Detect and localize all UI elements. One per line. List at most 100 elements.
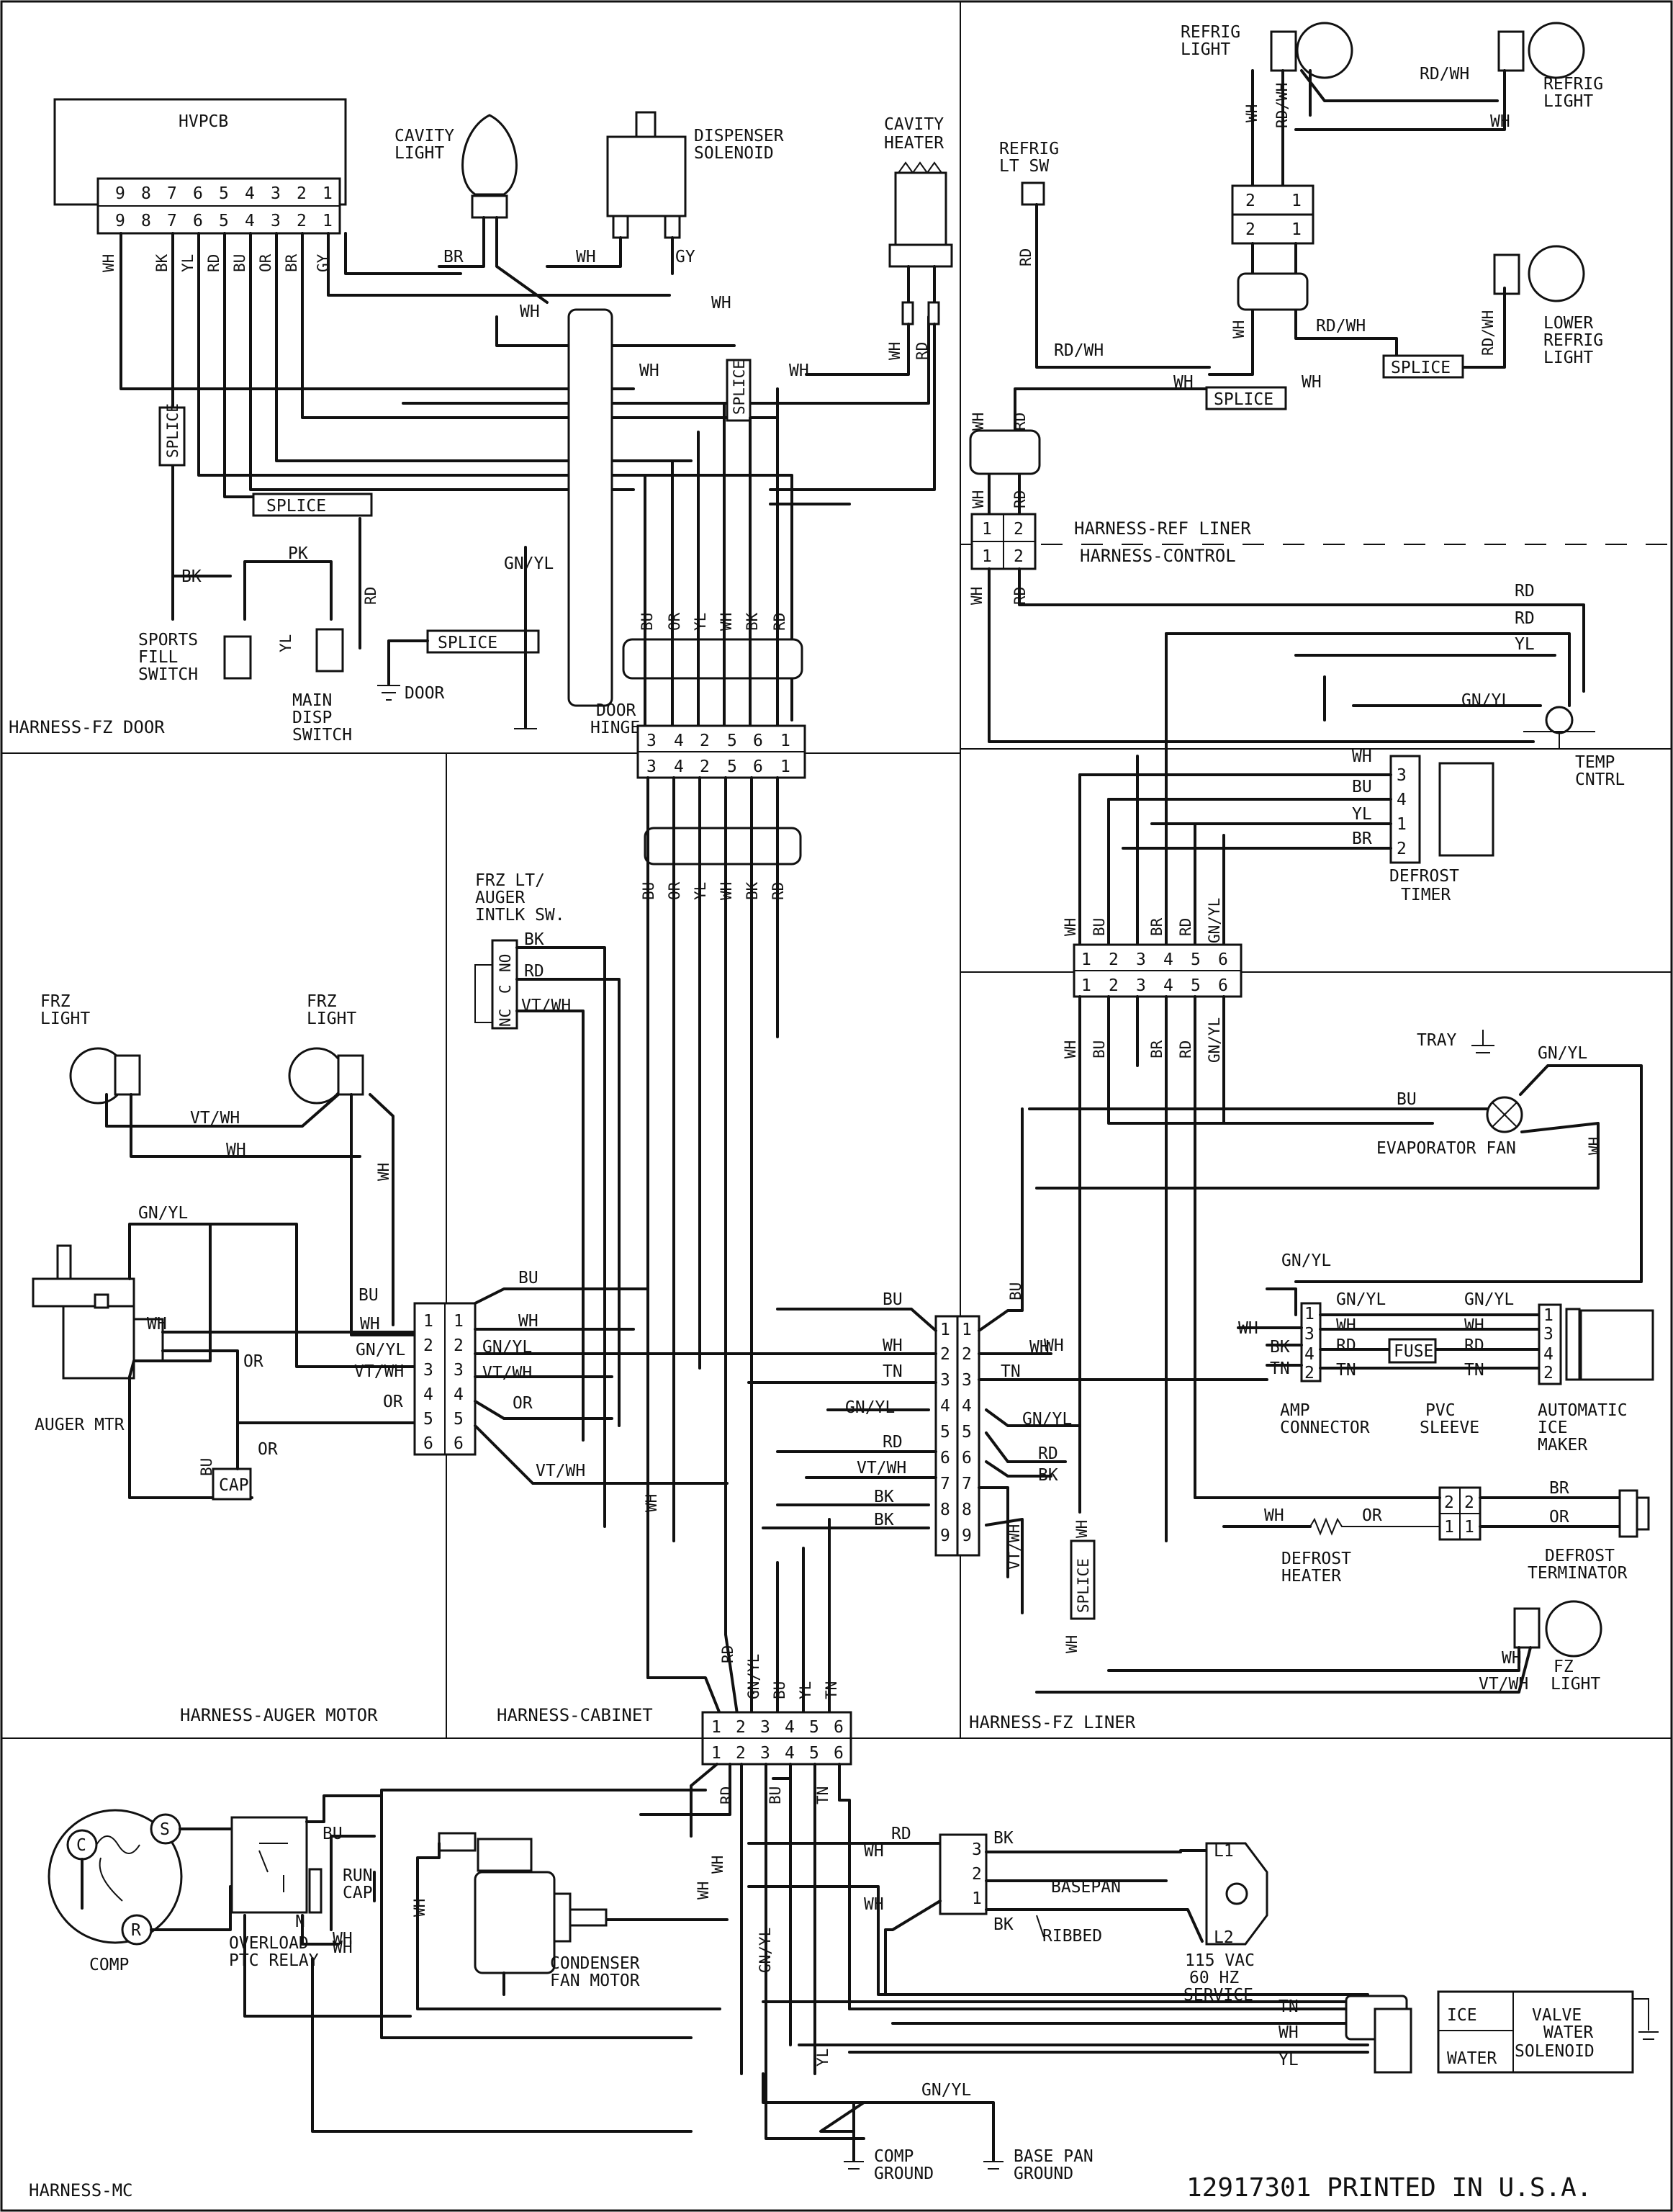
cavity-heater-label: CAVITY [884, 115, 944, 134]
defrost-timer: 3 4 1 2 WH BU YL BR DEFROST TIMER [1078, 747, 1494, 904]
pin-label: 5 [727, 757, 737, 776]
wire-label: WH [789, 361, 809, 380]
pin-label: 3 [646, 757, 657, 776]
wire-label: RD [1011, 413, 1029, 431]
evaporator-fan-label: EVAPORATOR FAN [1376, 1139, 1516, 1158]
pin-label: 1 [982, 520, 992, 539]
splice-label: SPLICE [1391, 359, 1451, 377]
switch-pin-label: NC [497, 1009, 514, 1027]
fuse-label: FUSE [1394, 1342, 1433, 1361]
wire-label: RD [914, 342, 931, 360]
pin-label: 5 [809, 1718, 819, 1737]
wire-label: TN [823, 1681, 840, 1699]
wire-label: BU [1091, 918, 1108, 936]
wire-label: GN/YL [356, 1341, 405, 1359]
main-disp-switch-label: SWITCH [292, 726, 352, 745]
pin-label: 1 [1291, 220, 1302, 239]
hvpcb-board: HVPCB [53, 98, 347, 235]
defrost-terminator-label: TERMINATOR [1528, 1564, 1628, 1583]
wire-label: TN [1270, 1359, 1290, 1378]
wire-label: RD [1464, 1336, 1484, 1355]
pin-label: 1 [1081, 950, 1091, 969]
hvpcb-wire-labels: WH BK YL RD BU OR BR GY [100, 253, 332, 272]
wire-label: VT/WH [521, 997, 571, 1015]
wire-label: OR [513, 1394, 533, 1413]
pin-label: 1 [711, 1718, 721, 1737]
condenser-fan-motor: CONDENSER FAN MOTOR [416, 1832, 721, 2010]
cap-label: CAP [219, 1476, 249, 1495]
splice-label: SPLICE [731, 360, 748, 415]
bulb-icon [461, 114, 518, 196]
automatic-ice-maker-label: MAKER [1538, 1436, 1587, 1455]
defrost-heater: 2 2 1 1 WH OR DEFROST HEATER [1194, 1486, 1482, 1586]
valve-label: VALVE [1532, 2006, 1582, 2025]
wire-label: WH [1464, 1316, 1484, 1335]
pin-label: 2 [454, 1336, 464, 1355]
ref-liner-connector: WH RD WH RD 1 2 1 2 WH RD [968, 413, 1585, 743]
wire-label: RD [1011, 587, 1029, 605]
wire-label: BU [358, 1286, 379, 1305]
motor-icon [32, 1277, 135, 1308]
pin-label: 6 [1218, 950, 1228, 969]
pin-label: 6 [834, 1718, 844, 1737]
cabinet-bottom-wires: WH RD GN/YL BU YL TN [643, 1475, 840, 1715]
pin-label: 5 [809, 1744, 819, 1763]
ice-maker-icon [1579, 1309, 1654, 1381]
wire-label: GN/YL [745, 1654, 762, 1699]
pin-label: 2 [962, 1345, 972, 1364]
cabinet-bottom-connector: 1 2 3 4 5 6 1 2 3 4 5 6 [701, 1711, 852, 1766]
pin-label: 1 [1304, 1305, 1314, 1323]
door-hinge-label: HINGE [590, 719, 640, 737]
solenoid-icon [606, 135, 687, 217]
wire-label: GN/YL [757, 1928, 774, 1973]
wire-label: RD/WH [1479, 310, 1497, 356]
service-connector: 3 2 1 RD BK BK WH BASEPAN RIBBED [864, 1825, 1208, 1996]
condenser-fan-motor-label: CONDENSER [550, 1954, 640, 1973]
wire-label: OR [666, 881, 683, 900]
pvc-sleeve-label: SLEEVE [1420, 1419, 1479, 1437]
pin-label: 8 [962, 1501, 972, 1519]
pin-label: 1 [1444, 1518, 1454, 1537]
pin-label: 2 [972, 1865, 982, 1884]
pin-label: 6 [962, 1449, 972, 1467]
base-pan-ground-label: GROUND [1014, 2164, 1073, 2183]
switch-icon [1021, 181, 1045, 206]
frz-light-label: LIGHT [40, 1010, 90, 1028]
wire-label: WH [718, 882, 735, 900]
wire-label: TN [883, 1362, 903, 1381]
fz-light-label: FZ [1554, 1658, 1574, 1676]
service-pin-label: L1 [1214, 1842, 1234, 1861]
wire-label: BK [1270, 1338, 1290, 1357]
wire-label: WH [1336, 1316, 1356, 1335]
wire-label: VT/WH [1479, 1675, 1528, 1694]
pin-label: 6 [193, 184, 203, 203]
pin-label: 3 [646, 732, 657, 750]
pin-label: 2 [297, 212, 307, 230]
wire-label: GN/YL [1336, 1290, 1386, 1309]
wire-label: WH [333, 1938, 353, 1957]
wire-label: GN/YL [921, 2081, 971, 2100]
comp-pin-label: C [76, 1836, 86, 1855]
wire-label: YL [277, 634, 294, 652]
pin-label: 2 [1543, 1364, 1554, 1382]
splice-refrig-a: SPLICE [1205, 386, 1287, 410]
defrost-timer-label: DEFROST [1389, 867, 1459, 886]
pin-label: 6 [753, 757, 763, 776]
pin-label: 5 [940, 1423, 950, 1442]
wire-label: GN/YL [504, 554, 554, 573]
pin-label: 7 [167, 184, 177, 203]
wire-label: GN/YL [1206, 1017, 1223, 1063]
wire-label: BU [1091, 1040, 1108, 1058]
wire-label: GN/YL [1464, 1290, 1514, 1309]
wire-label: BU [1397, 1090, 1417, 1109]
pin-label: 3 [1136, 950, 1146, 969]
bulb-icon [288, 1047, 346, 1105]
wire-label: RD [1011, 490, 1029, 508]
cap: CAP [212, 1421, 419, 1501]
cabinet-bundle: BU OR YL WH BK RD [640, 776, 802, 1679]
cavity-light-label: CAVITY [394, 127, 454, 145]
pin-label: 6 [193, 212, 203, 230]
capacitor-icon [308, 1868, 323, 1914]
wire-label: WH [360, 1315, 380, 1334]
wire-label: GN/YL [1206, 898, 1223, 943]
